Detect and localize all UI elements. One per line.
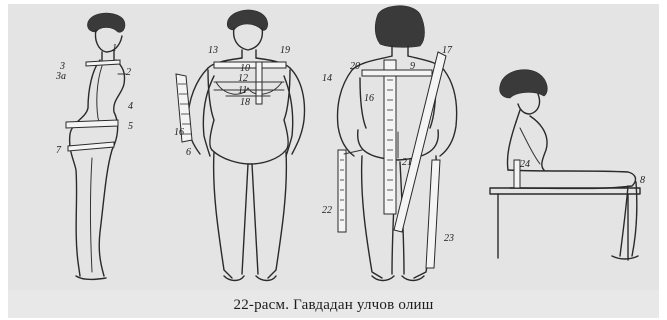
measure-label-side-2: 2 [126,68,131,78]
measure-label-back-22: 22 [322,206,332,216]
measure-label-back-17: 17 [442,46,452,56]
seated-view-figure [490,70,640,260]
measure-label-seated-8: 8 [640,176,645,186]
measure-label-side-4: 4 [128,102,133,112]
measure-label-back-23: 23 [444,234,454,244]
measure-label-side-7: 7 [56,146,61,156]
figure-caption: 22-расм. Гавдадан улчов олиш [0,297,667,314]
side-view-figure [66,13,126,279]
measure-label-front-19: 19 [280,46,290,56]
measure-label-front-11: 11 [238,86,247,96]
measure-label-side-1: 1 [112,44,117,54]
measure-label-back-14: 14 [322,74,332,84]
measure-label-back-21: 21 [402,158,412,168]
measure-label-front-16: 16 [174,128,184,138]
measure-label-side-3a: 3а [56,72,66,82]
back-view-figure [338,6,457,281]
measure-label-front-13: 13 [208,46,218,56]
measure-label-front-18: 18 [240,98,250,108]
measure-label-seated-24: 24 [520,160,530,170]
measure-label-back-20: 20 [350,62,360,72]
measure-label-front-6: 6 [186,148,191,158]
measure-label-front-12: 12 [238,74,248,84]
measure-label-back-9: 9 [410,62,415,72]
measure-label-back-16: 16 [364,94,374,104]
measure-label-side-5: 5 [128,122,133,132]
